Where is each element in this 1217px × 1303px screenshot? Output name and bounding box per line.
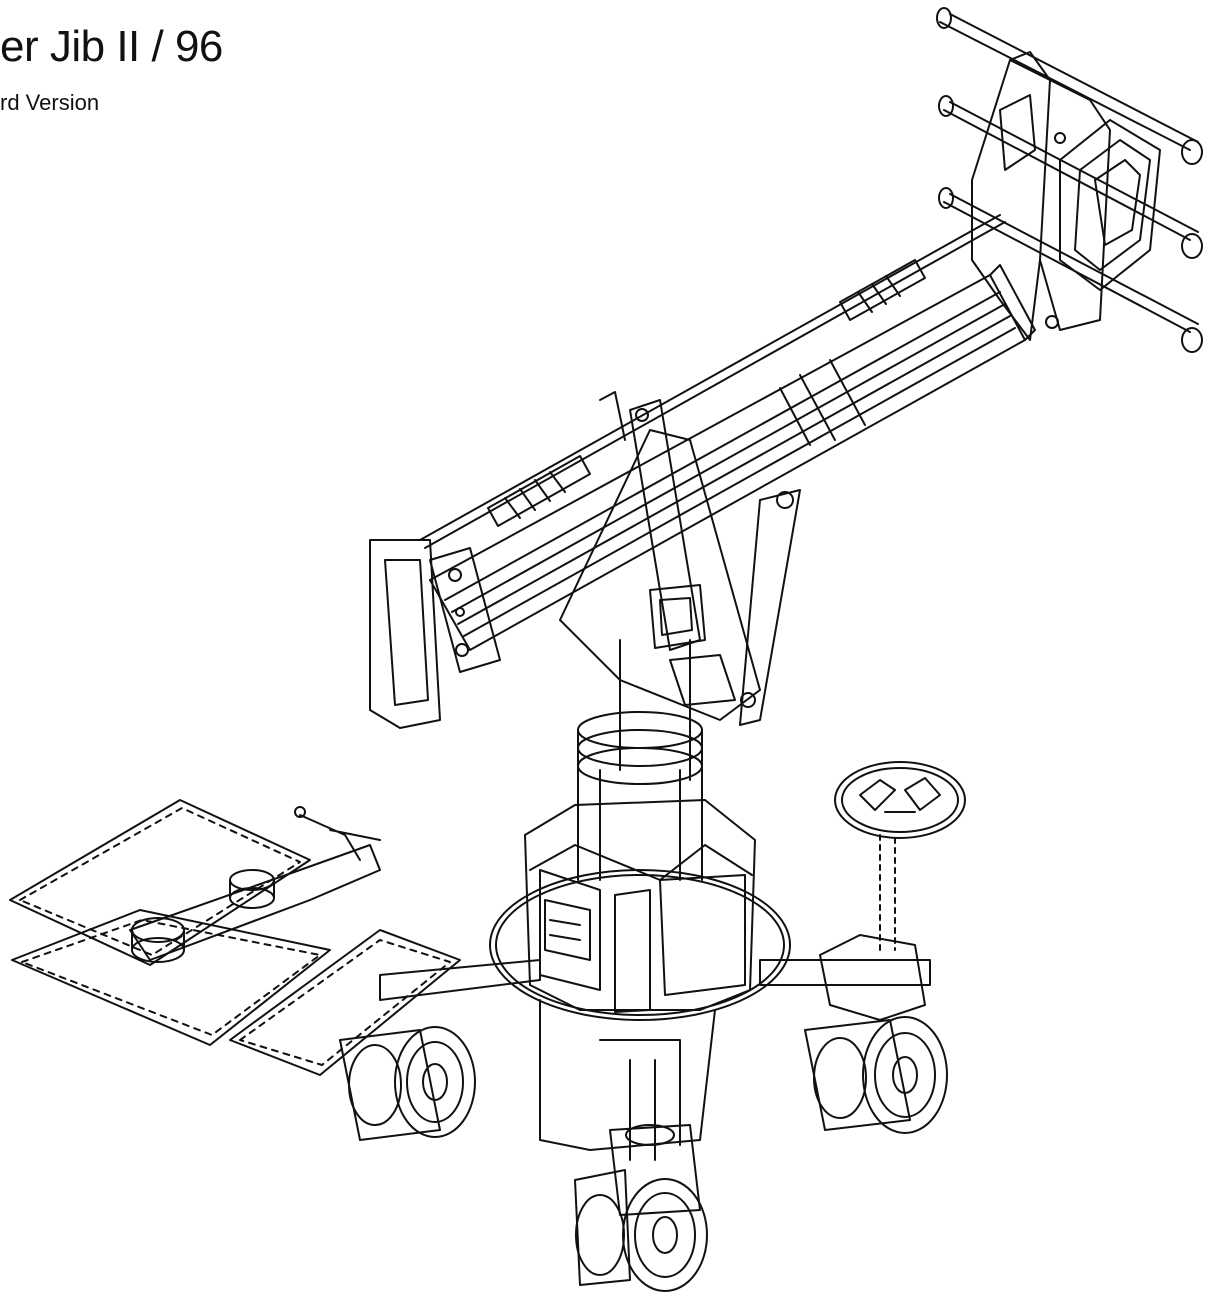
wheel-left: [340, 1027, 475, 1140]
wheel-front: [575, 1125, 707, 1291]
page-subtitle: rd Version: [0, 90, 100, 115]
pivot-plate: [560, 430, 800, 725]
tie-rod: [420, 215, 1005, 650]
steering-wheel: [835, 762, 965, 950]
page-title: er Jib II / 96: [0, 22, 223, 71]
head-bracket: [937, 8, 1202, 352]
wheel-right: [805, 1017, 947, 1133]
main-arm: [370, 265, 1035, 728]
ring-handle: [490, 870, 790, 1020]
chassis-legs: [380, 935, 930, 1020]
center-column: [578, 640, 702, 880]
operator-platform: [10, 800, 460, 1075]
center-body: [525, 800, 755, 1160]
